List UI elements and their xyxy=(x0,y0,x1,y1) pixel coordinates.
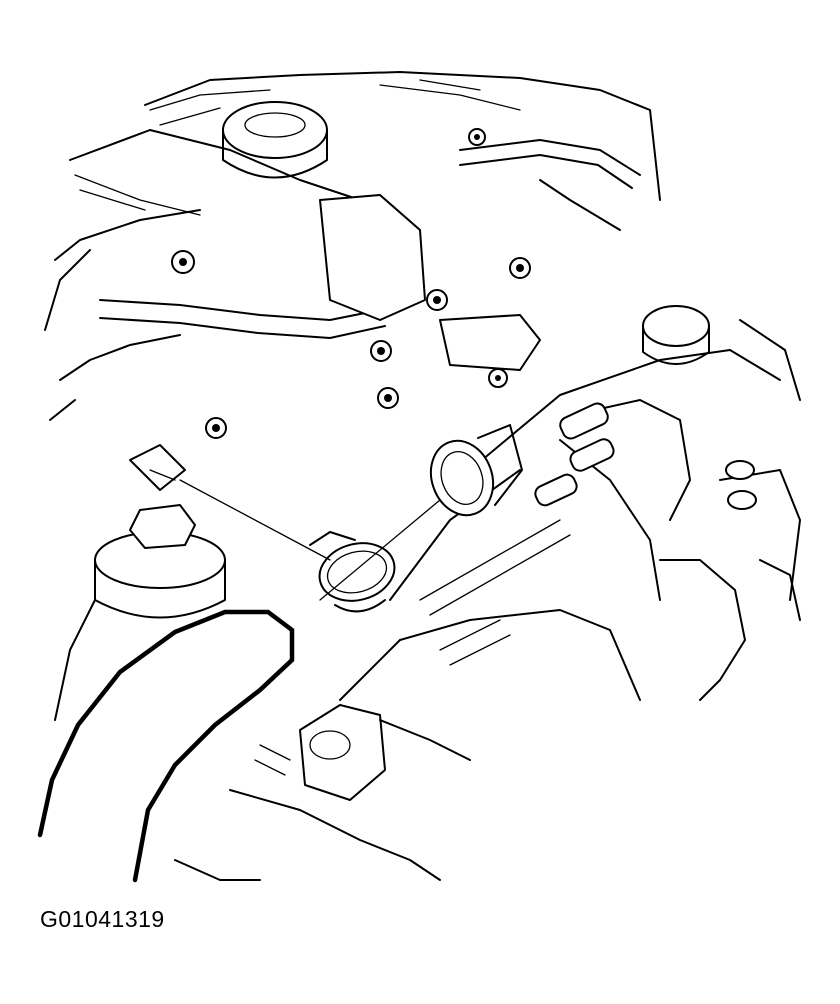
manifold-body xyxy=(339,349,801,701)
upper-hoses xyxy=(99,139,641,339)
right-side-details xyxy=(725,319,801,621)
hose-clamp xyxy=(309,531,396,613)
alignment-lines xyxy=(179,479,441,601)
oil-fill-cap xyxy=(222,101,328,179)
mounting-brackets xyxy=(171,128,541,439)
sensor-connector xyxy=(129,444,186,491)
lower-components xyxy=(174,704,471,881)
radiator-hose xyxy=(37,609,295,883)
coolant-outlet-fitting xyxy=(429,424,523,517)
engine-compartment-illustration xyxy=(37,71,801,883)
figure-id-label: G01041319 xyxy=(40,906,165,932)
oil-filter-housing xyxy=(54,504,226,721)
engine-block-outline xyxy=(44,71,661,421)
reservoir-cap xyxy=(642,305,710,365)
